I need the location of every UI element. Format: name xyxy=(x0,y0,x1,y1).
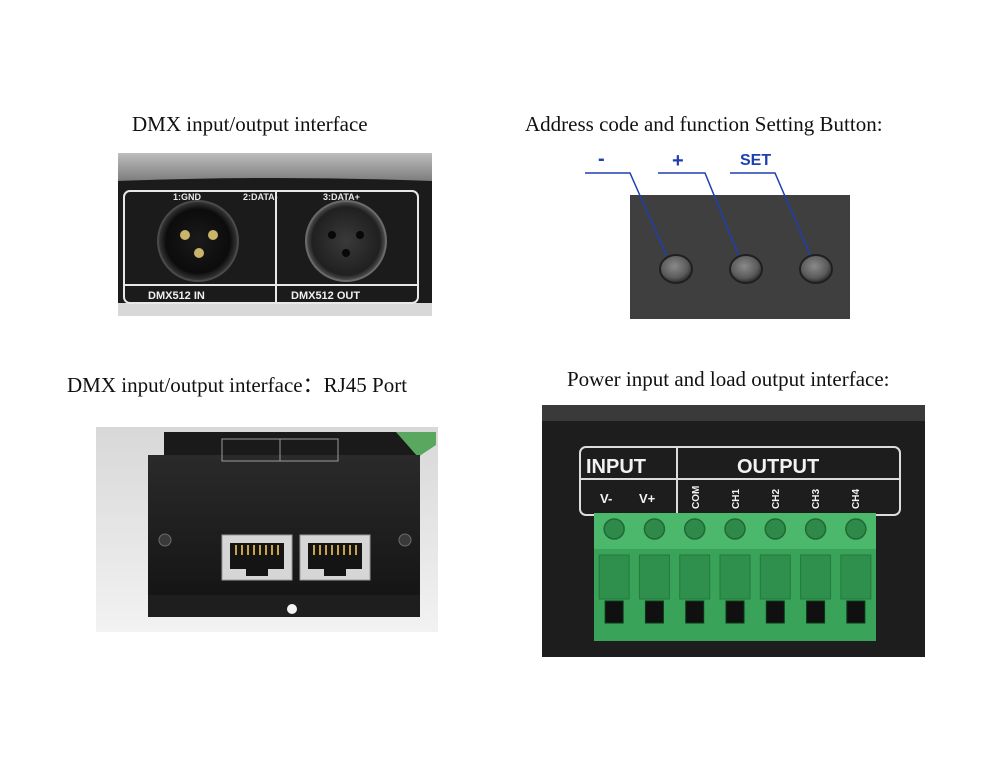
caption-dmx-rj45: DMX input/output interface：RJ45 Port xyxy=(67,373,408,397)
caption-power-interface: Power input and load output interface: xyxy=(567,367,890,391)
rj45-port-in[interactable] xyxy=(221,534,293,581)
xlr-out-socket xyxy=(342,249,350,257)
xlr-out-socket xyxy=(356,231,364,239)
terminal-label: CH2 xyxy=(771,489,782,509)
screw-icon xyxy=(398,533,412,547)
plus-button[interactable] xyxy=(729,254,763,284)
terminal-fin xyxy=(800,554,832,600)
minus-leader-line xyxy=(585,172,669,260)
terminal-wire-slot[interactable] xyxy=(806,600,826,624)
caption-dmx-xlr: DMX input/output interface xyxy=(132,112,368,136)
plus-label: + xyxy=(672,150,684,172)
plus-leader-line xyxy=(658,172,741,260)
terminal-block xyxy=(594,513,876,641)
xlr-pin-label: 3:DATA+ xyxy=(323,192,360,202)
terminal-screw[interactable] xyxy=(724,518,746,540)
terminal-fin xyxy=(679,554,711,600)
xlr-in-pin xyxy=(180,230,190,240)
caption-setting-buttons: Address code and function Setting Button… xyxy=(525,112,883,136)
terminal-wire-slot[interactable] xyxy=(604,600,624,624)
terminal-wire-slot[interactable] xyxy=(685,600,705,624)
xlr-in-connector[interactable] xyxy=(157,200,239,282)
photo-xlr-panel: 1:GND 2:DATA- 3:DATA+ DMX512 IN DMX512 O… xyxy=(118,153,432,316)
set-button[interactable] xyxy=(799,254,833,284)
terminal-fin xyxy=(759,554,791,600)
terminal-label: CH4 xyxy=(851,489,862,509)
set-leader-line xyxy=(730,172,813,260)
terminal-screw[interactable] xyxy=(603,518,625,540)
set-label: SET xyxy=(740,152,771,169)
xlr-out-socket xyxy=(328,231,336,239)
terminal-wire-slot[interactable] xyxy=(644,600,664,624)
terminal-label: COM xyxy=(691,486,702,509)
photo-terminal-panel: INPUT OUTPUT V- V+ COM CH1 CH2 CH3 CH4 xyxy=(542,405,925,657)
terminal-screw[interactable] xyxy=(804,518,827,540)
xlr-in-pin xyxy=(208,230,218,240)
xlr-out-connector[interactable] xyxy=(305,200,387,282)
terminal-fin xyxy=(638,554,670,600)
terminal-screw[interactable] xyxy=(643,518,666,540)
input-label: INPUT xyxy=(586,456,646,478)
terminal-label: V+ xyxy=(639,491,656,506)
output-label: OUTPUT xyxy=(737,456,819,478)
terminal-fin xyxy=(598,554,630,600)
terminal-wire-slot[interactable] xyxy=(846,600,866,624)
xlr-in-label: DMX512 IN xyxy=(148,290,205,302)
xlr-pin-label: 2:DATA- xyxy=(243,192,278,202)
terminal-label: V- xyxy=(600,491,612,506)
mount-hole xyxy=(287,604,297,614)
photo-rj45-panel xyxy=(96,427,438,632)
terminal-label: CH3 xyxy=(811,489,822,509)
screw-icon xyxy=(158,533,172,547)
xlr-out-label: DMX512 OUT xyxy=(291,290,360,302)
terminal-wire-slot[interactable] xyxy=(725,600,745,624)
minus-label: - xyxy=(598,148,605,170)
terminal-screw[interactable] xyxy=(683,518,706,540)
terminal-wire-slot[interactable] xyxy=(765,600,785,624)
terminal-label: CH1 xyxy=(731,489,742,509)
photo-button-panel: - + SET xyxy=(580,145,852,320)
xlr-in-pin xyxy=(194,248,204,258)
terminal-fin xyxy=(840,554,872,600)
minus-button[interactable] xyxy=(659,254,693,284)
rj45-port-out[interactable] xyxy=(299,534,371,581)
xlr-pin-label: 1:GND xyxy=(173,192,202,202)
terminal-screw[interactable] xyxy=(764,518,787,540)
terminal-fin xyxy=(719,554,751,600)
terminal-screw[interactable] xyxy=(845,518,867,540)
